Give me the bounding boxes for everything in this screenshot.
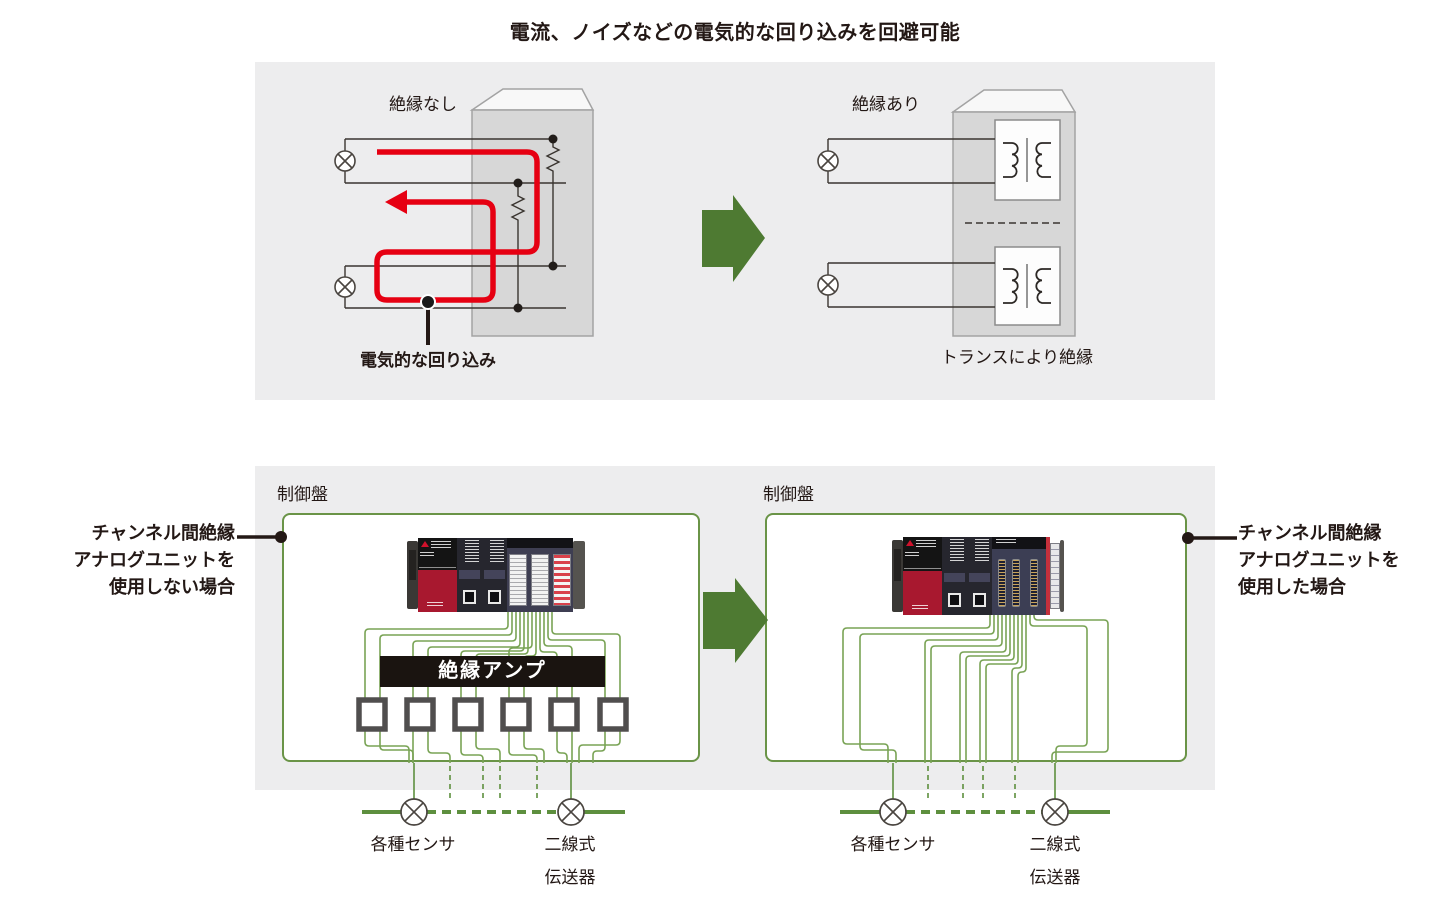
side-note-left: チャンネル間絶縁 アナログユニットを 使用しない場合 xyxy=(40,520,235,601)
field-wiring xyxy=(362,763,1110,814)
sensor-icon xyxy=(400,798,428,826)
resistor-icon xyxy=(510,183,526,308)
resistor-icon xyxy=(545,139,561,266)
terminal-strip xyxy=(509,554,527,606)
terminal-strip xyxy=(531,554,549,606)
connector-slot xyxy=(1030,559,1038,607)
sensor-icons-bottom xyxy=(400,798,1069,826)
ethernet-port xyxy=(488,590,501,604)
plc-io-module xyxy=(507,538,529,612)
ethernet-port xyxy=(948,593,961,607)
plc-unit-left xyxy=(407,538,585,612)
arrow-right-icon xyxy=(702,195,765,282)
plc-microtext xyxy=(912,605,928,609)
transformer-icon xyxy=(1003,138,1051,182)
plc-network-module xyxy=(482,538,507,612)
transmitter-label-line: 伝送器 xyxy=(544,868,596,887)
plc-microtext xyxy=(905,552,919,558)
junction-dots xyxy=(513,134,558,313)
transmitter-label-right: 二線式 伝送器 xyxy=(955,830,1155,888)
transformer-caption: トランスにより絶縁 xyxy=(940,348,1094,367)
transmitter-label-line: 伝送器 xyxy=(1029,868,1081,887)
transformer-box xyxy=(994,246,1061,326)
transmitter-label-line: 二線式 xyxy=(1029,835,1081,854)
plc-end-bracket xyxy=(1060,540,1064,612)
mitsubishi-logo-icon xyxy=(906,540,914,546)
plc-io-module xyxy=(551,538,573,612)
no-isolation-label: 絶縁なし xyxy=(389,95,457,114)
side-note-callout-left xyxy=(237,531,287,543)
isolator-icon xyxy=(597,697,629,732)
sensors-label-right: 各種センサ xyxy=(850,835,936,854)
side-note-line: チャンネル間絶縁 xyxy=(91,523,235,543)
plc-divider xyxy=(419,567,456,568)
plc-microtext xyxy=(427,602,443,606)
plc-microtext xyxy=(916,540,936,547)
terminal-strip xyxy=(1050,543,1060,609)
arrow-left-icon xyxy=(385,190,407,214)
plc-isolated-analog-module xyxy=(992,537,1046,615)
wires-left-cabinet xyxy=(364,608,621,763)
circuit-isolation xyxy=(817,89,1077,337)
side-note-line: 使用しない場合 xyxy=(109,577,235,597)
side-note-line: 使用した場合 xyxy=(1238,577,1346,597)
plc-network-module xyxy=(967,537,992,615)
isolator-icon xyxy=(404,697,436,732)
isolator-icon xyxy=(500,697,532,732)
arrow-right-icon xyxy=(703,578,768,663)
transmitter-icon xyxy=(557,798,585,826)
isolator-icon xyxy=(548,697,580,732)
sensor-icon xyxy=(334,150,356,298)
transformer-icon xyxy=(1003,264,1051,308)
circuit-no-isolation xyxy=(334,88,595,345)
wires-right-cabinet xyxy=(842,610,1109,763)
isolation-amp-box: 絶縁アンプ xyxy=(380,656,605,687)
plc-divider xyxy=(904,568,941,569)
sensor-icon xyxy=(817,150,839,296)
plc-network-module xyxy=(457,538,482,612)
ethernet-port xyxy=(973,593,986,607)
isolator-icons xyxy=(356,697,629,732)
plc-io-module xyxy=(529,538,551,612)
isolator-icon xyxy=(452,697,484,732)
plc-network-module xyxy=(942,537,967,615)
ethernet-port xyxy=(463,590,476,604)
terminal-strip-red xyxy=(1046,537,1050,615)
sneak-current-loop xyxy=(374,149,540,303)
sensors-label-left: 各種センサ xyxy=(370,835,456,854)
side-note-line: アナログユニットを xyxy=(1238,550,1400,570)
plc-microtext xyxy=(420,552,434,558)
transmitter-label-left: 二線式 伝送器 xyxy=(470,830,670,888)
connector-slot xyxy=(998,559,1006,607)
sneak-path-callout xyxy=(420,294,436,345)
terminal-strip-red xyxy=(553,554,571,606)
side-note-right: チャンネル間絶縁 アナログユニットを 使用した場合 xyxy=(1238,520,1438,601)
connector-slot xyxy=(1012,559,1020,607)
isolator-icon xyxy=(356,697,388,732)
plc-slot xyxy=(894,549,901,581)
cabinet-label-right: 制御盤 xyxy=(763,485,814,504)
figure-title: 電流、ノイズなどの電気的な回り込みを回避可能 xyxy=(509,22,961,44)
isolation-label: 絶縁あり xyxy=(852,95,920,114)
sensor-icon xyxy=(879,798,907,826)
plc-unit-right xyxy=(892,537,1064,615)
transmitter-icon xyxy=(1041,798,1069,826)
sneak-path-label: 電気的な回り込み xyxy=(360,351,496,370)
side-note-line: チャンネル間絶縁 xyxy=(1238,523,1382,543)
cabinet-label-left: 制御盤 xyxy=(277,485,328,504)
plc-end-bracket xyxy=(573,541,585,609)
plc-slot xyxy=(409,550,416,580)
transmitter-label-line: 二線式 xyxy=(544,835,596,854)
plc-microtext xyxy=(431,541,451,548)
side-note-line: アナログユニットを xyxy=(73,550,235,570)
mitsubishi-logo-icon xyxy=(421,541,429,547)
side-note-callout-right xyxy=(1182,532,1237,544)
